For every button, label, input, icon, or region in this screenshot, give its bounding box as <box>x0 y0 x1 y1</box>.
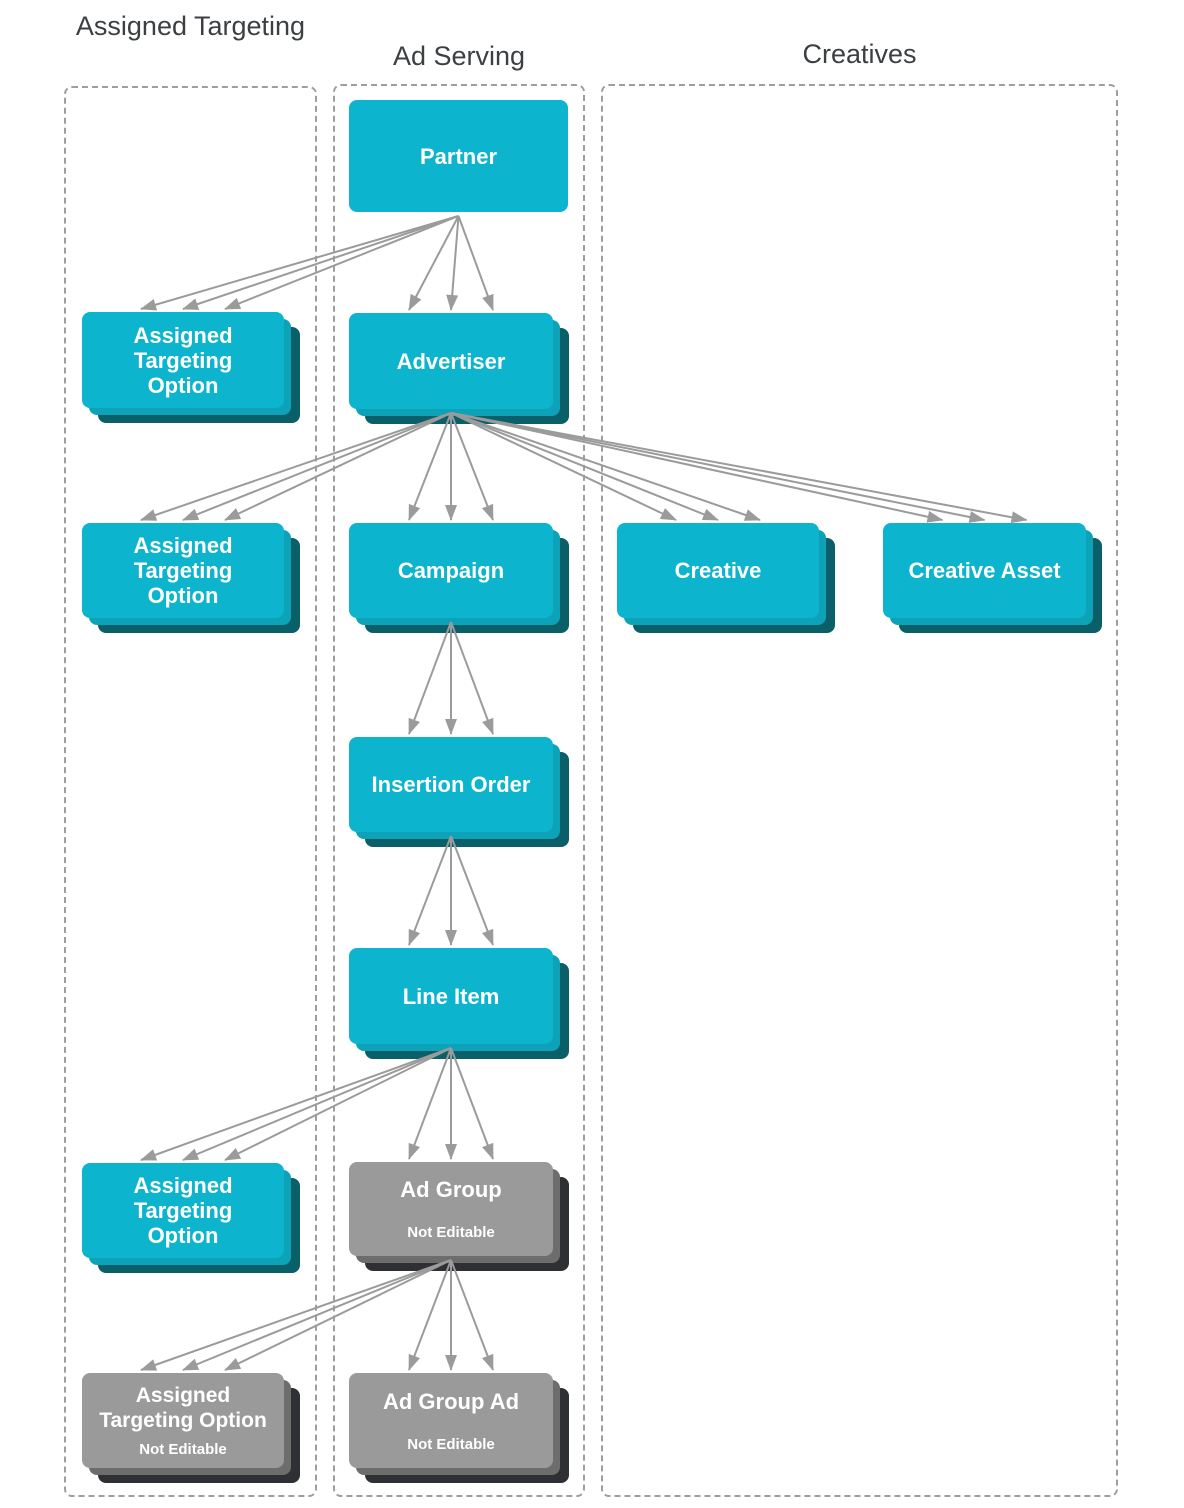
column-creatives <box>601 84 1118 1497</box>
node-creative-asset: Creative Asset <box>883 523 1086 618</box>
node-insertion-order: Insertion Order <box>349 737 553 832</box>
node-sublabel-not-editable: Not Editable <box>407 1435 495 1453</box>
node-assigned-targeting-option-line-item: Assigned Targeting Option <box>82 1163 284 1258</box>
node-assigned-targeting-option-partner: Assigned Targeting Option <box>82 312 284 408</box>
column-ad-serving <box>333 84 585 1497</box>
column-title-ad-serving: Ad Serving <box>392 41 526 71</box>
node-label: Creative <box>674 558 762 583</box>
node-label: Line Item <box>402 983 500 1009</box>
node-creative: Creative <box>617 523 819 618</box>
node-ad-group-ad: Ad Group Ad Not Editable <box>349 1373 553 1468</box>
node-line-item: Line Item <box>349 948 553 1044</box>
node-label: Ad Group <box>400 1177 502 1202</box>
node-label: Assigned Targeting Option <box>133 533 233 608</box>
node-label: Partner <box>419 143 498 169</box>
node-label: Ad Group Ad <box>382 1388 520 1414</box>
node-sublabel-not-editable: Not Editable <box>407 1224 495 1241</box>
node-label: Advertiser <box>396 348 506 374</box>
node-label: Assigned Targeting Option <box>133 322 233 398</box>
node-ad-group: Ad Group Not Editable <box>349 1162 553 1256</box>
column-title-creatives: Creatives <box>802 39 917 69</box>
node-assigned-targeting-option-ad-group: Assigned Targeting Option Not Editable <box>82 1373 284 1468</box>
node-advertiser: Advertiser <box>349 313 553 409</box>
node-label: Assigned Targeting Option <box>99 1384 267 1432</box>
node-campaign: Campaign <box>349 523 553 618</box>
column-title-assigned-targeting: Assigned Targeting <box>75 11 306 41</box>
node-label: Campaign <box>397 558 505 583</box>
node-label: Creative Asset <box>908 558 1061 583</box>
node-partner: Partner <box>349 100 568 212</box>
node-label: Insertion Order <box>371 772 531 797</box>
node-assigned-targeting-option-advertiser: Assigned Targeting Option <box>82 523 284 618</box>
node-sublabel-not-editable: Not Editable <box>139 1441 227 1458</box>
column-assigned-targeting <box>64 86 317 1497</box>
node-label: Assigned Targeting Option <box>133 1173 233 1248</box>
